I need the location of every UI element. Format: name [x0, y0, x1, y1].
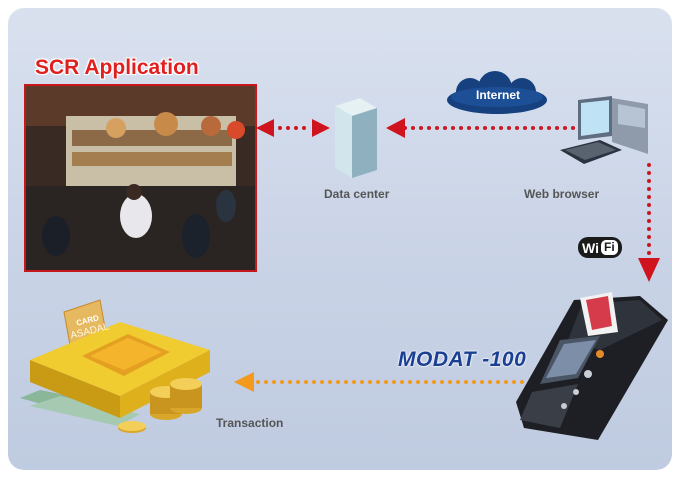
scr-application-photo — [24, 84, 257, 272]
coins-icon — [118, 378, 202, 433]
server-icon — [335, 98, 377, 178]
cash-register-icon — [20, 299, 210, 426]
device-model-label: MODAT -100 — [398, 348, 527, 371]
wifi-icon: Wi Fi — [578, 237, 622, 258]
internet-cloud-icon — [447, 71, 547, 114]
data-center-label: Data center — [324, 187, 390, 201]
internet-label: Internet — [475, 88, 520, 102]
photo-datacenter-link — [256, 119, 330, 137]
pos-device-icon — [516, 292, 668, 440]
scr-application-title: SCR Application — [35, 56, 199, 79]
transaction-link — [234, 372, 542, 392]
browser-device-link — [638, 163, 660, 282]
browser-datacenter-link — [386, 118, 580, 138]
wifi-fi-text: Fi — [600, 240, 618, 255]
computer-icon — [560, 96, 648, 164]
web-browser-label: Web browser — [524, 187, 600, 201]
transaction-label: Transaction — [216, 416, 284, 430]
wifi-wi-text: Wi — [582, 239, 599, 256]
